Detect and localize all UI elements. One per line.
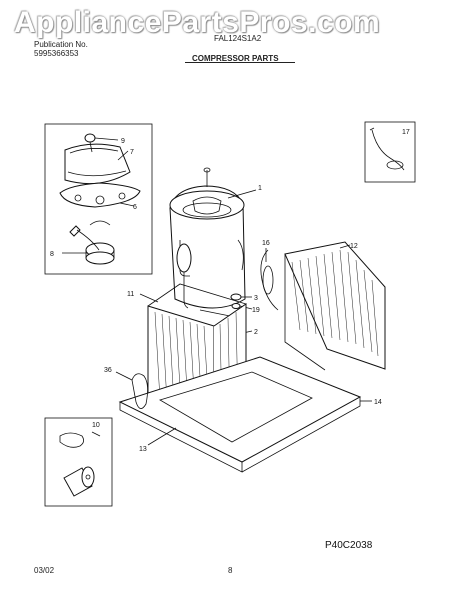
callout-6: 6 <box>133 204 137 211</box>
cover-gasket <box>59 182 141 208</box>
title-rule <box>185 62 295 63</box>
sensor-tube <box>260 249 279 311</box>
model-number: FAL124S1A2 <box>214 34 262 43</box>
callout-16: 16 <box>262 240 270 247</box>
callout-9: 9 <box>121 138 125 145</box>
publication-number: 5995366353 <box>34 49 79 58</box>
callout-1: 1 <box>258 185 262 192</box>
overload-protector <box>69 220 115 265</box>
callout-3: 3 <box>254 295 258 302</box>
nut-part <box>84 133 96 143</box>
section-title: COMPRESSOR PARTS <box>192 54 279 63</box>
overload-inset-frame <box>44 123 153 275</box>
callout-17: 17 <box>402 129 410 136</box>
base-pan <box>118 356 362 473</box>
capacitor <box>59 432 95 497</box>
footer-date: 03/02 <box>34 566 55 575</box>
coil-strap <box>131 373 148 409</box>
callout-13: 13 <box>139 446 147 453</box>
callout-11: 11 <box>127 291 134 298</box>
condenser-coil <box>284 241 386 371</box>
page-number: 8 <box>228 566 233 575</box>
compressor <box>169 167 246 319</box>
callout-7: 7 <box>130 149 134 156</box>
publication-label: Publication No. <box>34 40 88 49</box>
watermark-logo: AppliancePartsPros.com <box>14 6 381 39</box>
capillary-inset-frame <box>364 121 416 183</box>
callout-19: 19 <box>252 307 260 314</box>
callout-8: 8 <box>50 251 54 258</box>
figure-code: P40C2038 <box>325 540 373 551</box>
capillary-tube <box>369 127 405 171</box>
terminal-cover <box>64 133 131 185</box>
callout-36: 36 <box>104 367 112 374</box>
callout-12: 12 <box>350 243 358 250</box>
callout-2: 2 <box>254 329 258 336</box>
capacitor-inset-frame <box>44 417 113 507</box>
callout-10: 10 <box>92 422 100 429</box>
callout-14: 14 <box>374 399 382 406</box>
